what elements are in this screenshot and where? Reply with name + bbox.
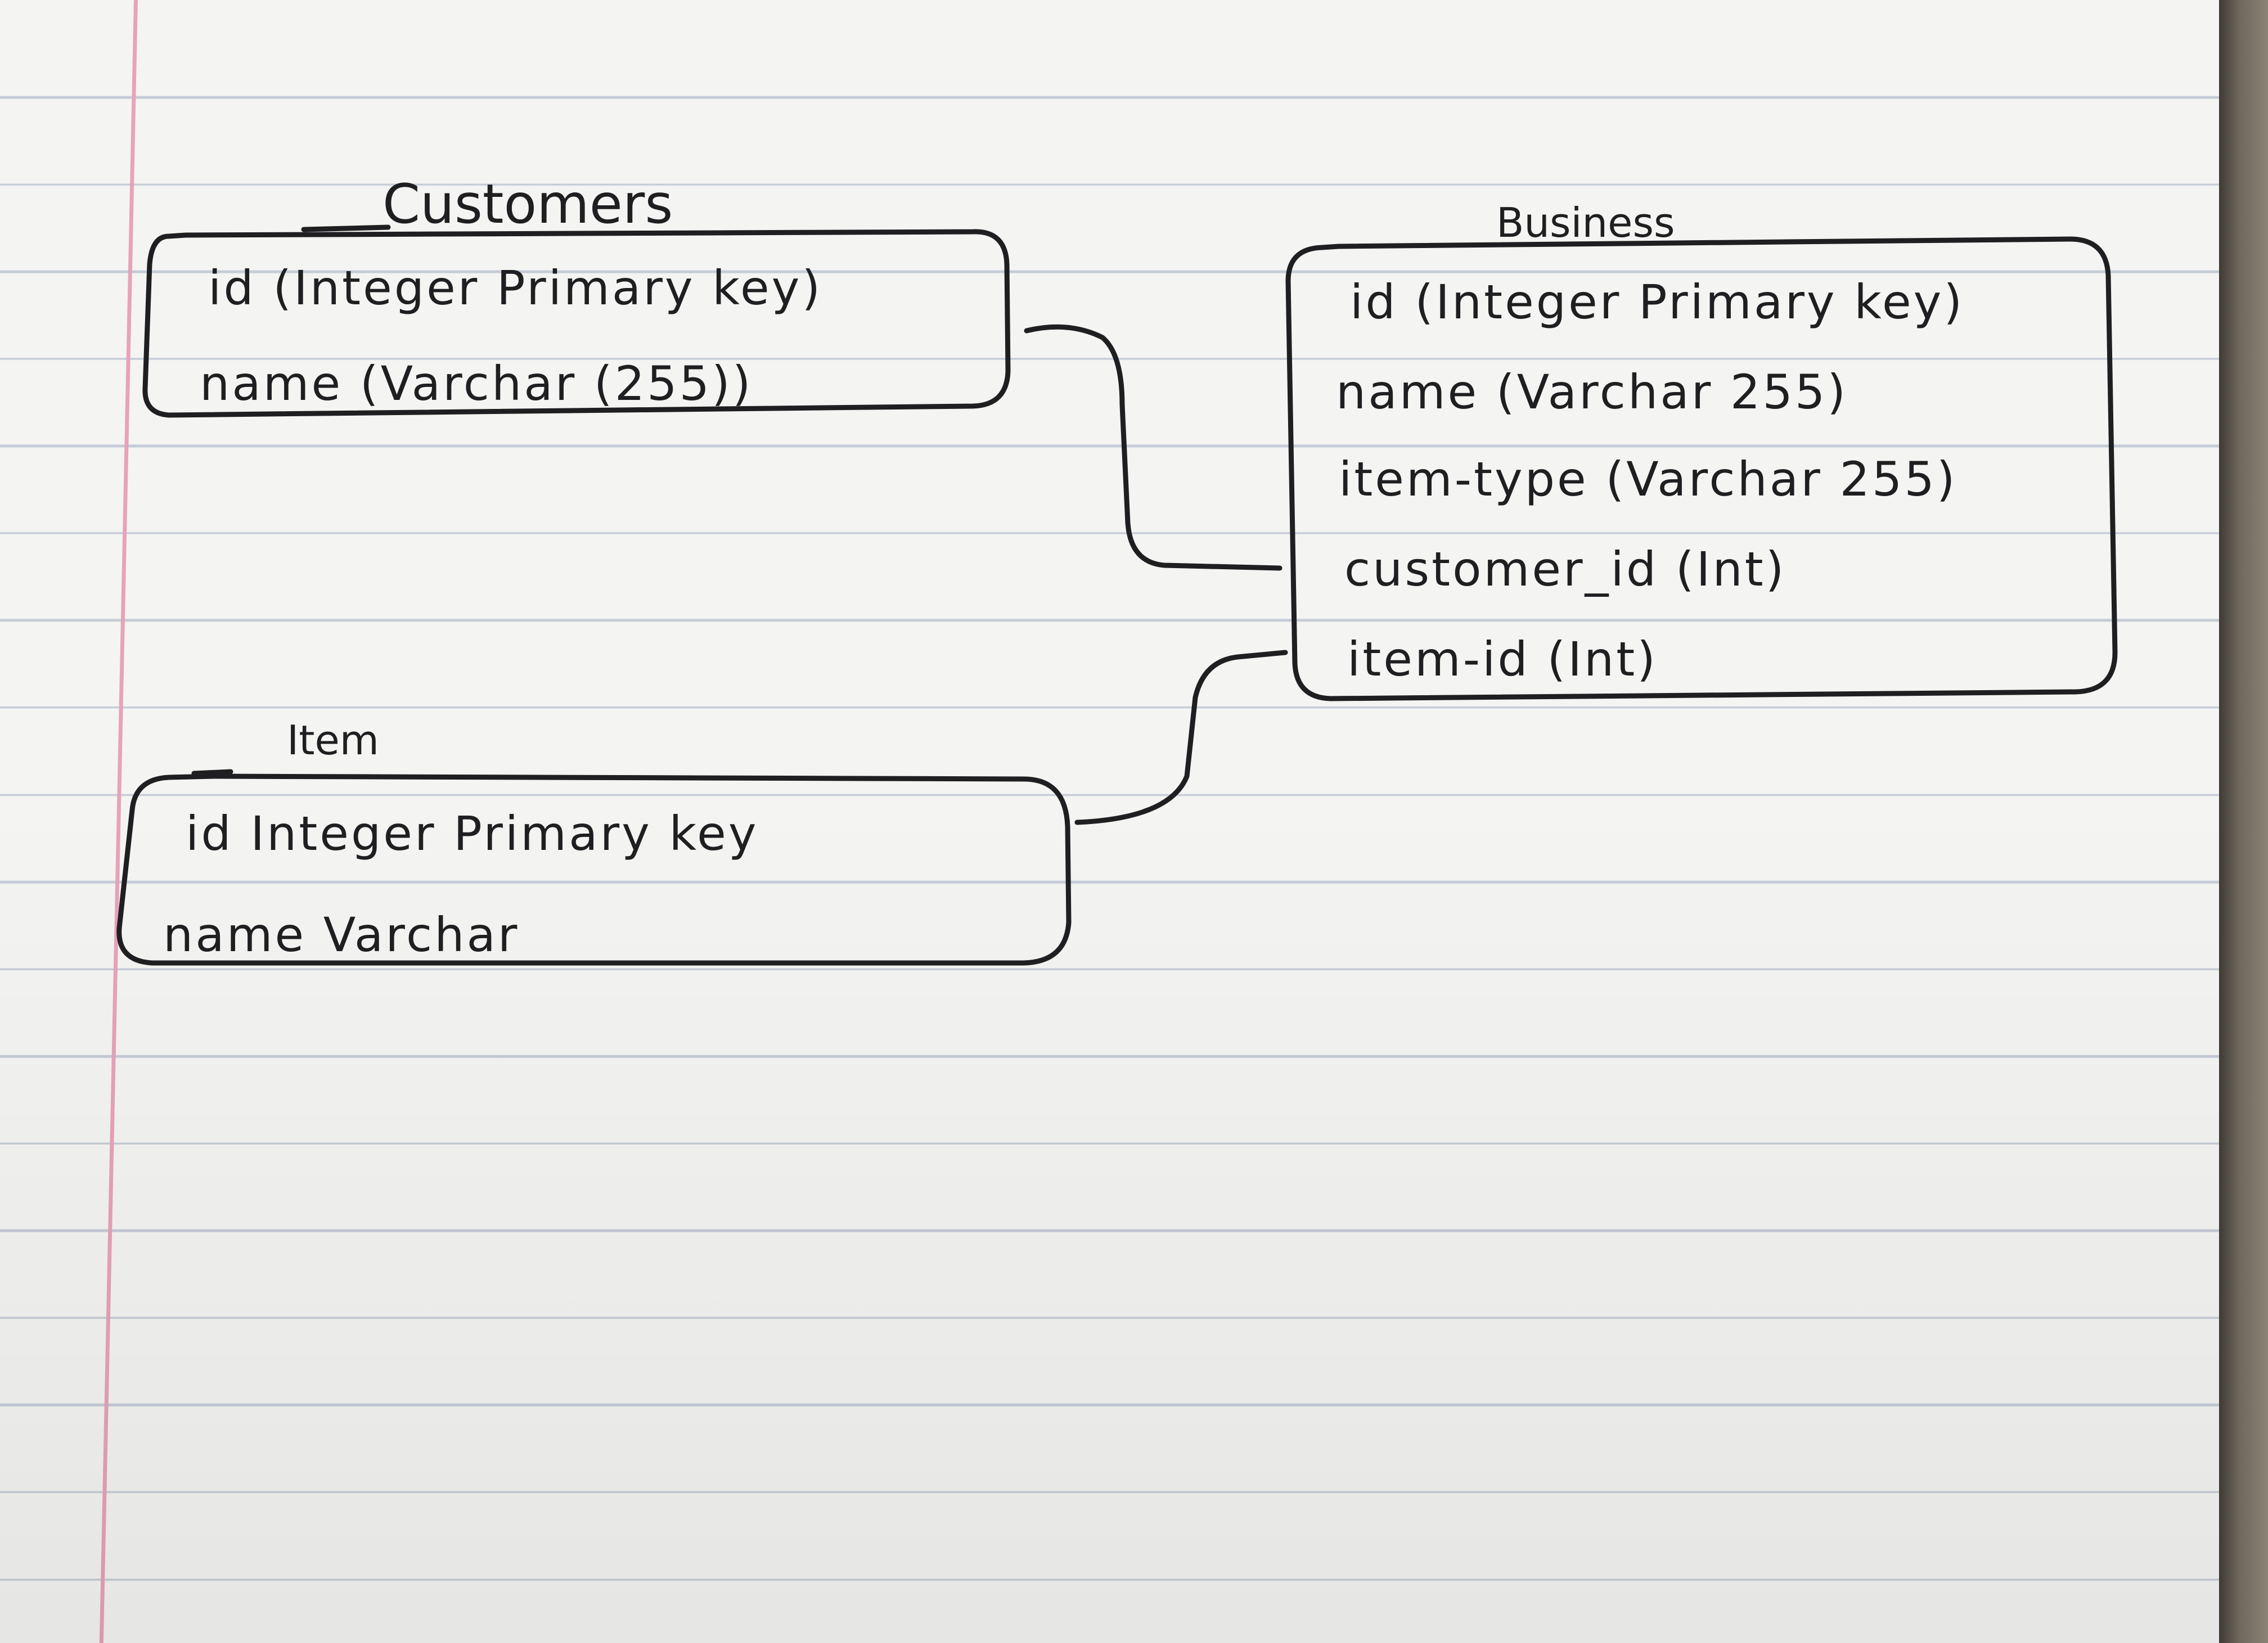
item-field-name: name Varchar (163, 907, 520, 962)
business-table-box (1285, 236, 2118, 701)
connector-customers-business (1024, 324, 1282, 571)
item-title-underline (191, 769, 233, 776)
item-field-id: id Integer Primary key (186, 806, 759, 861)
customers-field-id: id (Integer Primary key) (208, 260, 823, 316)
table-surface (2219, 0, 2268, 1643)
business-field-item-type: item-type (Varchar 255) (1339, 452, 1958, 507)
business-title: Business (1496, 199, 1675, 246)
customers-title: Customers (382, 173, 673, 236)
business-field-customer-id: customer_id (Int) (1344, 542, 1786, 597)
customers-title-underline (301, 224, 391, 232)
connector-item-business (1074, 650, 1288, 825)
item-table-box (116, 773, 1072, 966)
customers-table-box (142, 229, 1011, 418)
customers-field-name: name (Varchar (255)) (200, 356, 753, 411)
item-title: Item (287, 717, 379, 764)
business-field-item-id: item-id (Int) (1347, 632, 1658, 687)
business-field-id: id (Integer Primary key) (1350, 274, 1965, 330)
business-field-name: name (Varchar 255) (1336, 364, 1848, 420)
